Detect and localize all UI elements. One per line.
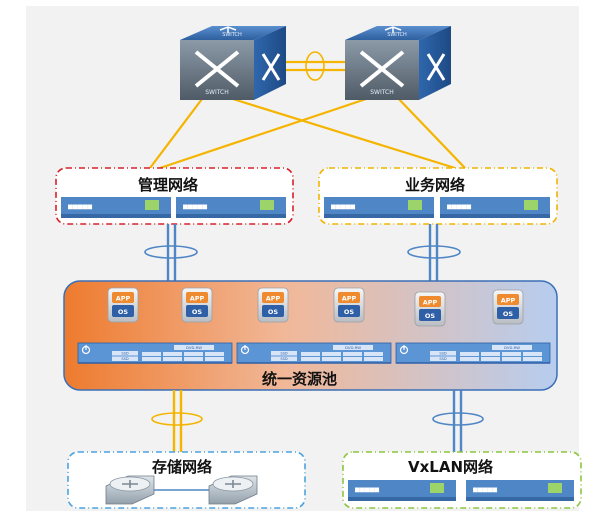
- core-switch-2-top-label: SWITCH: [387, 32, 407, 38]
- ssd-label: SSD: [121, 352, 129, 356]
- business-network-title: 业务网络: [405, 176, 466, 194]
- management-link-ellipse: [144, 245, 198, 259]
- business-link-ellipse: [407, 245, 461, 259]
- core-switch-icon: SWITCH SWITCH: [345, 26, 451, 100]
- vm-icon: APP OS: [333, 287, 365, 323]
- storage-network-title: 存储网络: [152, 458, 213, 476]
- vm-os-label: OS: [425, 312, 436, 320]
- ssd-label: SSD: [439, 357, 447, 361]
- access-switch-icon: ■■■■■: [466, 480, 574, 501]
- power-icon: [399, 345, 409, 355]
- svg-text:■■■■■: ■■■■■: [473, 485, 497, 494]
- access-switch-icon: ■■■■■: [176, 197, 286, 218]
- svg-text:■■■■■: ■■■■■: [447, 202, 471, 211]
- power-icon: [240, 345, 250, 355]
- ssd-label: SSD: [121, 357, 129, 361]
- vm-os-label: OS: [192, 308, 203, 316]
- dvd-label: DVD-RW: [504, 345, 520, 350]
- ssd-label: SSD: [280, 352, 288, 356]
- vm-app-label: APP: [190, 295, 205, 303]
- core-switch-2-label: SWITCH: [370, 89, 394, 96]
- core-uplinks: [149, 60, 466, 170]
- vm-app-label: APP: [501, 297, 516, 305]
- access-switch-icon: ■■■■■: [440, 197, 550, 218]
- dvd-label: DVD-RW: [186, 345, 202, 350]
- ssd-label: SSD: [280, 357, 288, 361]
- router-icon: [208, 475, 258, 505]
- vm-os-label: OS: [503, 310, 514, 318]
- vxlan-link-ellipse: [432, 412, 484, 426]
- core-switch-icon: SWITCH SWITCH: [180, 26, 286, 100]
- svg-text:■■■■■: ■■■■■: [355, 485, 379, 494]
- router-icon: [105, 475, 155, 505]
- vm-app-label: APP: [423, 299, 438, 307]
- vm-icon: APP OS: [181, 287, 213, 323]
- vxlan-pool-links: [452, 390, 463, 452]
- vm-icon: APP OS: [414, 291, 446, 327]
- svg-text:■■■■■: ■■■■■: [331, 202, 355, 211]
- access-switch-icon: ■■■■■: [61, 197, 171, 218]
- vm-tiles: APP OS APP OS APP OS APP OS APP OS APP OS: [107, 287, 524, 327]
- svg-text:■■■■■: ■■■■■: [183, 202, 207, 211]
- vm-icon: APP OS: [492, 289, 524, 325]
- vm-os-label: OS: [118, 308, 129, 316]
- management-pool-links: [166, 224, 177, 281]
- vm-icon: APP OS: [257, 287, 289, 323]
- storage-link-ellipse: [151, 412, 203, 426]
- core-link-bundle-ellipse: [305, 51, 325, 81]
- vm-os-label: OS: [268, 308, 279, 316]
- business-pool-links: [428, 224, 439, 281]
- core-switch-1-top-label: SWITCH: [222, 32, 242, 38]
- vm-app-label: APP: [116, 295, 131, 303]
- vxlan-network-title: VxLAN网络: [408, 458, 494, 476]
- svg-text:■■■■■: ■■■■■: [68, 202, 92, 211]
- diagram-background: [26, 6, 579, 511]
- vm-app-label: APP: [342, 295, 357, 303]
- vm-icon: APP OS: [107, 287, 139, 323]
- vm-app-label: APP: [266, 295, 281, 303]
- dvd-label: DVD-RW: [345, 345, 361, 350]
- core-switch-1-label: SWITCH: [205, 89, 229, 96]
- resource-pool-title: 统一资源池: [262, 370, 338, 388]
- ssd-label: SSD: [439, 352, 447, 356]
- storage-pool-links: [172, 390, 183, 452]
- power-icon: [81, 345, 91, 355]
- access-switch-icon: ■■■■■: [348, 480, 456, 501]
- vm-os-label: OS: [344, 308, 355, 316]
- access-switch-icon: ■■■■■: [324, 197, 434, 218]
- management-network-title: 管理网络: [138, 176, 199, 194]
